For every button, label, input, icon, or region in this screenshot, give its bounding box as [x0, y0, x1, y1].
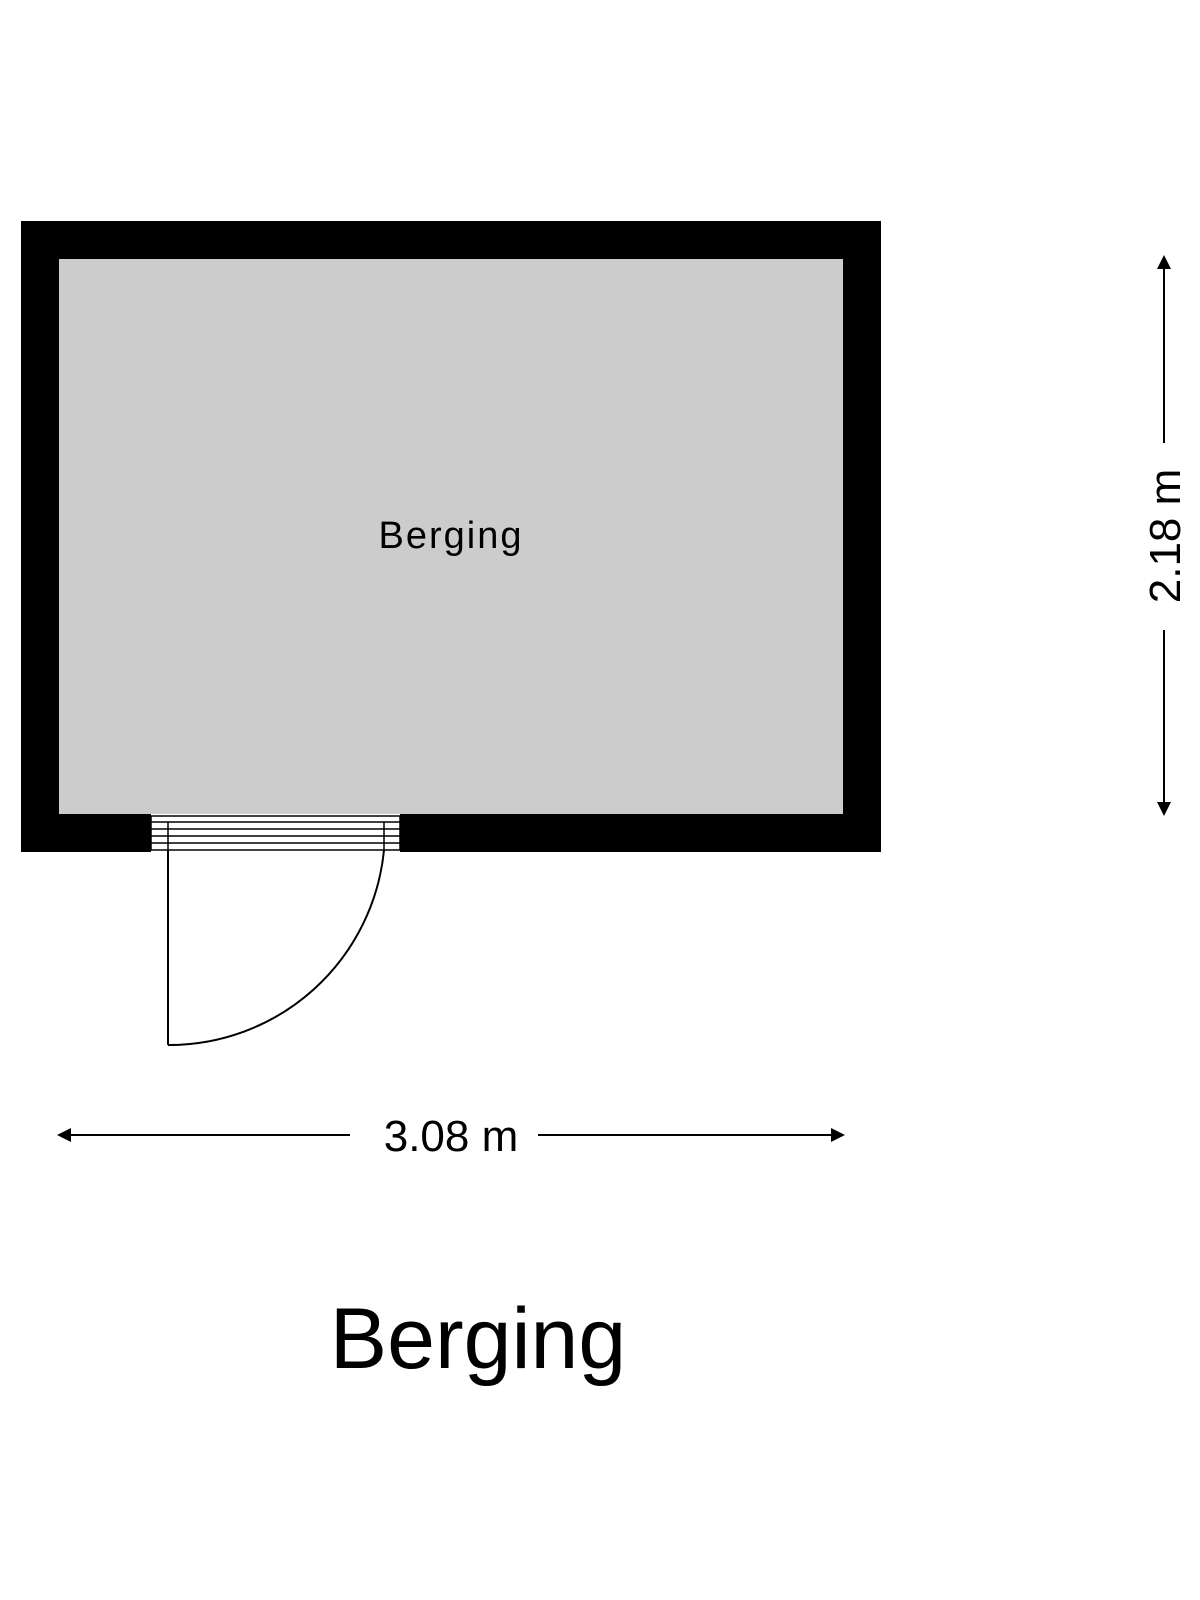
wall-bottom-right — [400, 814, 881, 852]
door-arc — [167, 849, 385, 1047]
wall-top — [21, 221, 881, 259]
door-swing — [167, 849, 385, 1047]
room-floor — [59, 259, 843, 814]
width-dimension: 3.08 m — [57, 1112, 845, 1161]
wall-right — [843, 221, 881, 852]
height-dimension-label: 2.18 m — [1141, 469, 1190, 604]
wall-left — [21, 221, 59, 852]
wall-bottom-left — [21, 814, 151, 852]
walls — [21, 221, 881, 852]
door-frame — [150, 815, 401, 851]
plan-title: Berging — [330, 1291, 626, 1387]
room-label: Berging — [379, 515, 524, 557]
width-dimension-label: 3.08 m — [384, 1112, 519, 1161]
height-dimension: 2.18 m — [1141, 255, 1190, 816]
